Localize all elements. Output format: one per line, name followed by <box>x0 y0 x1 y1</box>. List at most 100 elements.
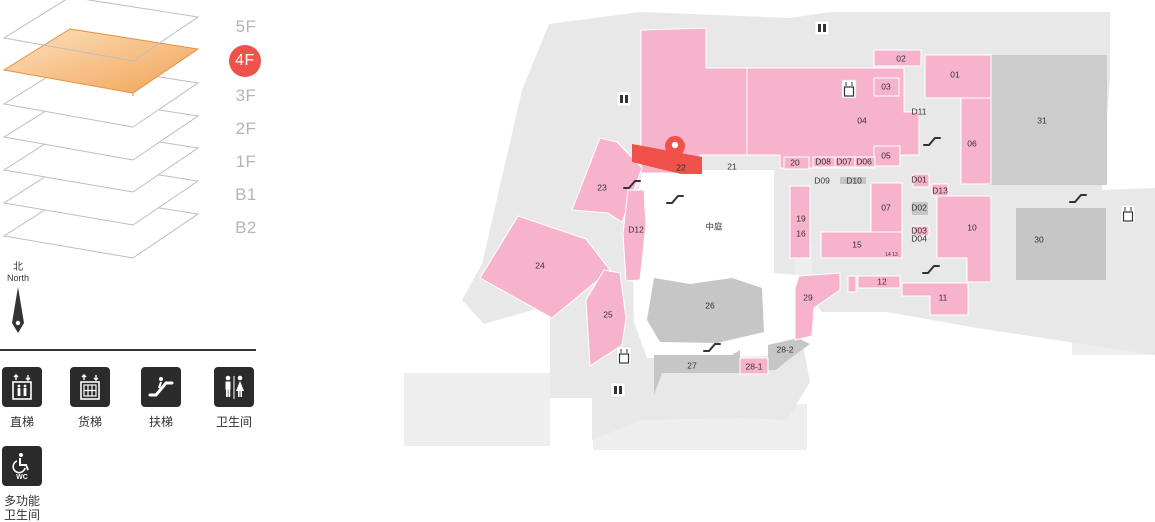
map-freight-elevator-icon[interactable] <box>1120 204 1136 224</box>
legend-restroom: 卫生间 <box>204 367 264 429</box>
floor-4f[interactable]: 4F <box>229 45 261 77</box>
map-restroom-icon[interactable] <box>814 20 830 36</box>
floor-b2[interactable]: B2 <box>235 218 257 237</box>
map-escalator-icon[interactable] <box>703 343 721 352</box>
shop-d03[interactable] <box>912 225 930 237</box>
label-28-2: 28-2 <box>776 344 793 354</box>
floor-selector[interactable]: 5F 4F 3F 2F 1F B1 B2 <box>0 0 262 262</box>
label-13: 13 <box>892 252 898 258</box>
shop-29[interactable] <box>794 272 841 341</box>
label-14: 14 <box>885 252 891 258</box>
label-31: 31 <box>1037 115 1047 125</box>
map-freight-elevator-icon[interactable] <box>841 79 857 99</box>
shop-19-16[interactable] <box>789 185 811 259</box>
shop-22-selected[interactable] <box>632 144 702 174</box>
atrium-label: 中庭 <box>705 221 723 231</box>
unit-31[interactable] <box>987 55 1107 185</box>
map-escalator-icon[interactable] <box>922 265 940 274</box>
unit-28-2[interactable] <box>768 338 810 370</box>
restroom-icon <box>214 367 254 407</box>
label-d06: D06 <box>856 156 872 166</box>
label-25: 25 <box>603 309 613 319</box>
legend-escalator: 扶梯 <box>131 367 191 429</box>
legend-freight: 货梯 <box>60 367 120 429</box>
floor-2f[interactable]: 2F <box>235 119 257 138</box>
label-05: 05 <box>881 150 891 160</box>
shop-d06[interactable] <box>854 156 876 168</box>
legend-accessible-label: 多功能 卫生间 <box>3 494 40 522</box>
legend-escalator-label: 扶梯 <box>148 415 173 429</box>
floor-map-svg[interactable]: 中庭 <box>262 0 1155 522</box>
unit-27[interactable] <box>654 350 740 395</box>
label-d12: D12 <box>628 224 644 234</box>
label-d04: D04 <box>911 233 927 243</box>
label-30: 30 <box>1034 234 1044 244</box>
map-restroom-icon[interactable] <box>616 91 632 107</box>
map-escalator-icon[interactable] <box>623 180 641 189</box>
floor-3f[interactable]: 3F <box>235 86 257 105</box>
label-15: 15 <box>852 239 862 249</box>
label-12: 12 <box>877 276 887 286</box>
freight-elevator-icon <box>70 367 110 407</box>
map-escalator-icon[interactable] <box>1069 194 1087 203</box>
label-d03: D03 <box>911 225 927 235</box>
label-d07: D07 <box>836 156 852 166</box>
shop-28-1[interactable] <box>739 357 769 375</box>
map-escalator-icon[interactable] <box>923 137 941 146</box>
floor-stack-graphic <box>2 0 200 259</box>
shop-03[interactable] <box>873 77 900 97</box>
legend-freight-label: 货梯 <box>77 415 102 429</box>
shop-23[interactable] <box>571 137 643 223</box>
label-27: 27 <box>687 360 697 370</box>
label-10: 10 <box>967 222 977 232</box>
shop-07[interactable] <box>870 182 903 233</box>
map-escalator-icon[interactable] <box>666 195 684 204</box>
label-01: 01 <box>950 69 960 79</box>
unit-26[interactable] <box>647 278 764 343</box>
compass-north-cn: 北 <box>13 262 23 273</box>
shop-20[interactable] <box>783 156 810 170</box>
label-d13: D13 <box>932 185 948 195</box>
shop-d13[interactable] <box>931 183 949 197</box>
label-20: 20 <box>790 157 800 167</box>
unit-d10[interactable] <box>840 177 866 184</box>
shop-25[interactable] <box>585 269 627 367</box>
label-06: 06 <box>967 138 977 148</box>
shop-01[interactable] <box>924 54 992 99</box>
label-19: 19 <box>796 213 806 223</box>
shop-15[interactable] <box>820 231 903 259</box>
map-freight-elevator-icon[interactable] <box>616 346 632 366</box>
label-21: 21 <box>727 161 737 171</box>
label-d02: D02 <box>911 202 927 212</box>
floor-b1[interactable]: B1 <box>235 185 257 204</box>
label-03: 03 <box>881 81 891 91</box>
unit-30[interactable] <box>1016 208 1106 280</box>
legend-elevator: 直梯 <box>0 367 52 429</box>
label-16: 16 <box>796 228 806 238</box>
floor-map[interactable]: 中庭 <box>262 0 1155 522</box>
label-24: 24 <box>535 260 545 270</box>
compass-needle-icon <box>12 287 24 333</box>
unit-d02[interactable] <box>912 202 928 215</box>
compass-north-en: North <box>6 273 29 283</box>
label-23: 23 <box>597 182 607 192</box>
legend-accessible: WC 多功能 卫生间 <box>0 446 52 522</box>
shop-12-ext[interactable] <box>847 275 857 293</box>
floor-1f[interactable]: 1F <box>235 152 257 171</box>
shop-02[interactable] <box>873 49 922 67</box>
shop-05[interactable] <box>873 145 901 167</box>
shop-06[interactable] <box>960 97 992 185</box>
label-d01: D01 <box>911 174 927 184</box>
floor-5f[interactable]: 5F <box>235 17 257 36</box>
shop-d01[interactable] <box>912 173 930 188</box>
shop-10[interactable] <box>936 195 992 283</box>
label-04: 04 <box>857 115 867 125</box>
compass: 北 North <box>2 262 34 342</box>
shop-24[interactable] <box>479 215 611 319</box>
shop-d12[interactable] <box>622 189 647 282</box>
shop-11[interactable] <box>901 282 969 316</box>
map-restroom-icon[interactable] <box>610 382 626 398</box>
floor-plate-5f[interactable] <box>2 0 200 62</box>
legend-divider <box>0 349 256 351</box>
shop-12[interactable] <box>857 275 901 289</box>
